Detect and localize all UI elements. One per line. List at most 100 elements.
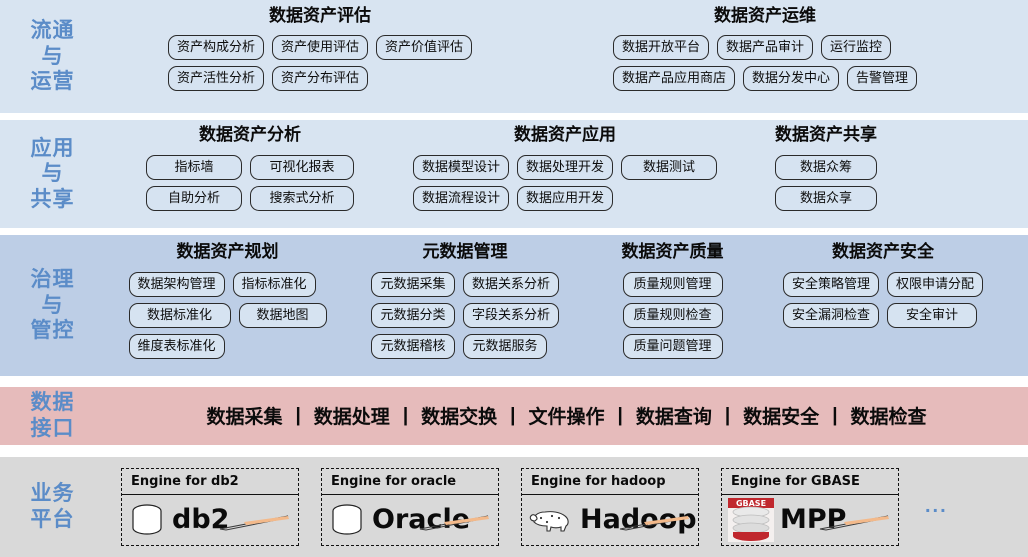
group-title-data-asset-quality: 数据资产质量 bbox=[621, 242, 724, 263]
pill-data-open-platform[interactable]: 数据开放平台 bbox=[613, 35, 710, 60]
pill-quality-rule-check[interactable]: 质量规则检查 bbox=[622, 303, 723, 329]
pill-metadata-collection[interactable]: 元数据采集 bbox=[370, 272, 455, 298]
pill-row: 质量规则检查 bbox=[622, 303, 723, 329]
pill-row: 质量规则管理 bbox=[622, 272, 723, 298]
engine-card-db2[interactable]: Engine for db2 db2 bbox=[121, 467, 299, 546]
band-label-business-platform: 业务 平台 bbox=[30, 482, 75, 531]
pill-asset-distribution-evaluation[interactable]: 资产分布评估 bbox=[271, 66, 368, 91]
pill-asset-composition-analysis[interactable]: 资产构成分析 bbox=[167, 35, 264, 60]
engine-name-hadoop: Hadoop bbox=[580, 504, 697, 536]
pill-metadata-service[interactable]: 元数据服务 bbox=[462, 334, 547, 360]
pill-quality-rule-management[interactable]: 质量规则管理 bbox=[622, 272, 723, 298]
band-label-application-sharing: 应用 与 共享 bbox=[30, 136, 75, 211]
pill-row: 资产构成分析 资产使用评估 资产价值评估 bbox=[167, 35, 473, 60]
pill-data-product-app-store[interactable]: 数据产品应用商店 bbox=[613, 66, 736, 91]
interface-separator: | bbox=[402, 404, 409, 426]
pill-data-testing[interactable]: 数据测试 bbox=[621, 155, 718, 181]
pill-visual-report[interactable]: 可视化报表 bbox=[250, 155, 354, 181]
pill-self-service-analysis[interactable]: 自助分析 bbox=[146, 186, 242, 212]
interface-item-data-collection[interactable]: 数据采集 bbox=[206, 406, 283, 429]
pill-data-product-audit[interactable]: 数据产品审计 bbox=[717, 35, 814, 60]
band-body-circulation-operations: 数据资产评估 资产构成分析 资产使用评估 资产价值评估 资产活性分析 资产分布评… bbox=[105, 0, 1028, 113]
pill-data-relation-analysis[interactable]: 数据关系分析 bbox=[462, 272, 559, 298]
pill-row: 数据众筹 bbox=[775, 155, 877, 181]
group-title-data-asset-sharing: 数据资产共享 bbox=[775, 125, 877, 146]
hadoop-elephant-icon bbox=[529, 510, 569, 532]
engines-overflow-ellipsis: ... bbox=[925, 495, 948, 518]
pill-data-distribution-center[interactable]: 数据分发中心 bbox=[743, 66, 840, 91]
pill-security-vulnerability-check[interactable]: 安全漏洞检查 bbox=[783, 303, 880, 329]
pill-row: 数据开放平台 数据产品审计 运行监控 bbox=[613, 35, 892, 60]
group-data-asset-application: 数据资产应用 数据模型设计 数据处理开发 数据测试 数据流程设计 数据应用开发 bbox=[395, 127, 735, 228]
pill-quality-issue-management[interactable]: 质量问题管理 bbox=[622, 334, 723, 360]
pill-row: 元数据稽核 元数据服务 bbox=[370, 334, 547, 360]
band-business-platform: 业务 平台 Engine for db2 db2 bbox=[0, 456, 1028, 557]
interface-item-data-processing[interactable]: 数据处理 bbox=[313, 406, 390, 429]
group-title-data-asset-planning: 数据资产规划 bbox=[176, 242, 279, 263]
pill-search-analysis[interactable]: 搜索式分析 bbox=[250, 186, 354, 212]
group-data-asset-evaluation: 数据资产评估 资产构成分析 资产使用评估 资产价值评估 资产活性分析 资产分布评… bbox=[105, 8, 535, 113]
group-title-metadata-management: 元数据管理 bbox=[422, 242, 508, 263]
pill-row: 数据模型设计 数据处理开发 数据测试 bbox=[412, 155, 718, 181]
pill-row: 安全漏洞检查 安全审计 bbox=[783, 303, 978, 329]
interface-item-file-operation[interactable]: 文件操作 bbox=[528, 406, 605, 429]
engine-name-oracle: Oracle bbox=[372, 504, 471, 536]
engine-header-gbase: Engine for GBASE bbox=[722, 469, 898, 495]
band-body-business-platform: Engine for db2 db2 bbox=[105, 457, 1028, 557]
engine-header-hadoop: Engine for hadoop bbox=[522, 469, 698, 495]
pill-field-relation-analysis[interactable]: 字段关系分析 bbox=[462, 303, 559, 329]
engine-name-db2: db2 bbox=[172, 504, 230, 536]
interface-item-data-check[interactable]: 数据检查 bbox=[850, 406, 927, 429]
band-label-governance-control: 治理 与 管控 bbox=[30, 268, 75, 343]
pill-asset-usage-evaluation[interactable]: 资产使用评估 bbox=[271, 35, 368, 60]
pill-metric-standardization[interactable]: 指标标准化 bbox=[232, 272, 316, 298]
pill-data-crowdfunding[interactable]: 数据众筹 bbox=[775, 155, 877, 181]
pill-data-standardization[interactable]: 数据标准化 bbox=[128, 303, 231, 329]
pill-asset-activity-analysis[interactable]: 资产活性分析 bbox=[167, 66, 264, 91]
band-governance-control: 治理 与 管控 数据资产规划 数据架构管理 指标标准化 数据标准化 数据地图 bbox=[0, 235, 1028, 376]
interface-separator: | bbox=[510, 404, 516, 426]
engine-card-hadoop[interactable]: Engine for hadoop Hadoop bbox=[521, 467, 699, 546]
pill-security-audit[interactable]: 安全审计 bbox=[887, 303, 978, 329]
pill-data-crowdsharing[interactable]: 数据众享 bbox=[775, 186, 877, 212]
pill-row: 数据流程设计 数据应用开发 bbox=[412, 186, 614, 212]
pill-data-flow-design[interactable]: 数据流程设计 bbox=[412, 186, 509, 212]
pill-alarm-management[interactable]: 告警管理 bbox=[847, 66, 918, 91]
pill-metadata-audit[interactable]: 元数据稽核 bbox=[370, 334, 455, 360]
database-cylinder-icon bbox=[332, 504, 362, 535]
interface-item-data-security[interactable]: 数据安全 bbox=[743, 406, 820, 429]
group-title-data-asset-operations: 数据资产运维 bbox=[714, 6, 817, 26]
pill-security-policy-management[interactable]: 安全策略管理 bbox=[783, 272, 880, 298]
pill-data-architecture-management[interactable]: 数据架构管理 bbox=[128, 272, 225, 298]
interface-separator: | bbox=[295, 404, 301, 426]
pill-metric-wall[interactable]: 指标墙 bbox=[146, 155, 242, 181]
interface-item-data-query[interactable]: 数据查询 bbox=[635, 406, 712, 429]
engine-body-gbase: GBASE MPP bbox=[722, 495, 898, 545]
engine-name-mpp: MPP bbox=[780, 504, 847, 536]
band-label-data-interface: 数据 接口 bbox=[30, 391, 75, 440]
group-data-asset-analysis: 数据资产分析 指标墙 可视化报表 自助分析 搜索式分析 bbox=[105, 127, 395, 228]
engine-card-gbase[interactable]: Engine for GBASE GBASE MPP bbox=[721, 467, 899, 546]
group-data-asset-quality: 数据资产质量 质量规则管理 质量规则检查 质量问题管理 bbox=[580, 244, 765, 376]
pill-asset-value-evaluation[interactable]: 资产价值评估 bbox=[376, 35, 473, 60]
pill-data-model-design[interactable]: 数据模型设计 bbox=[412, 155, 509, 181]
pill-data-application-development[interactable]: 数据应用开发 bbox=[517, 186, 614, 212]
pill-row: 数据标准化 数据地图 bbox=[128, 303, 327, 329]
group-title-data-asset-security: 数据资产安全 bbox=[832, 242, 935, 263]
engine-card-oracle[interactable]: Engine for oracle Oracle bbox=[321, 467, 499, 546]
pill-data-processing-development[interactable]: 数据处理开发 bbox=[517, 155, 614, 181]
interface-item-data-exchange[interactable]: 数据交换 bbox=[421, 406, 498, 429]
group-data-asset-operations: 数据资产运维 数据开放平台 数据产品审计 运行监控 数据产品应用商店 数据分发中… bbox=[613, 6, 918, 113]
pill-row: 数据众享 bbox=[775, 186, 877, 212]
gbase-logo-icon: GBASE bbox=[728, 497, 774, 542]
pill-permission-request-allocation[interactable]: 权限申请分配 bbox=[887, 272, 984, 298]
pill-operation-monitoring[interactable]: 运行监控 bbox=[821, 35, 892, 60]
group-data-asset-planning: 数据资产规划 数据架构管理 指标标准化 数据标准化 数据地图 维度表标准化 bbox=[105, 244, 350, 376]
band-data-interface: 数据 接口 数据采集 | 数据处理 | 数据交换 | 文件操作 | 数据查询 |… bbox=[0, 386, 1028, 445]
group-title-data-asset-application: 数据资产应用 bbox=[514, 125, 616, 146]
pill-data-map[interactable]: 数据地图 bbox=[238, 303, 327, 329]
pill-dimension-table-standardization[interactable]: 维度表标准化 bbox=[128, 334, 225, 360]
band-application-sharing: 应用 与 共享 数据资产分析 指标墙 可视化报表 自助分析 搜索式分析 bbox=[0, 120, 1028, 229]
engine-header-db2: Engine for db2 bbox=[122, 469, 298, 495]
pill-metadata-classification[interactable]: 元数据分类 bbox=[370, 303, 455, 329]
